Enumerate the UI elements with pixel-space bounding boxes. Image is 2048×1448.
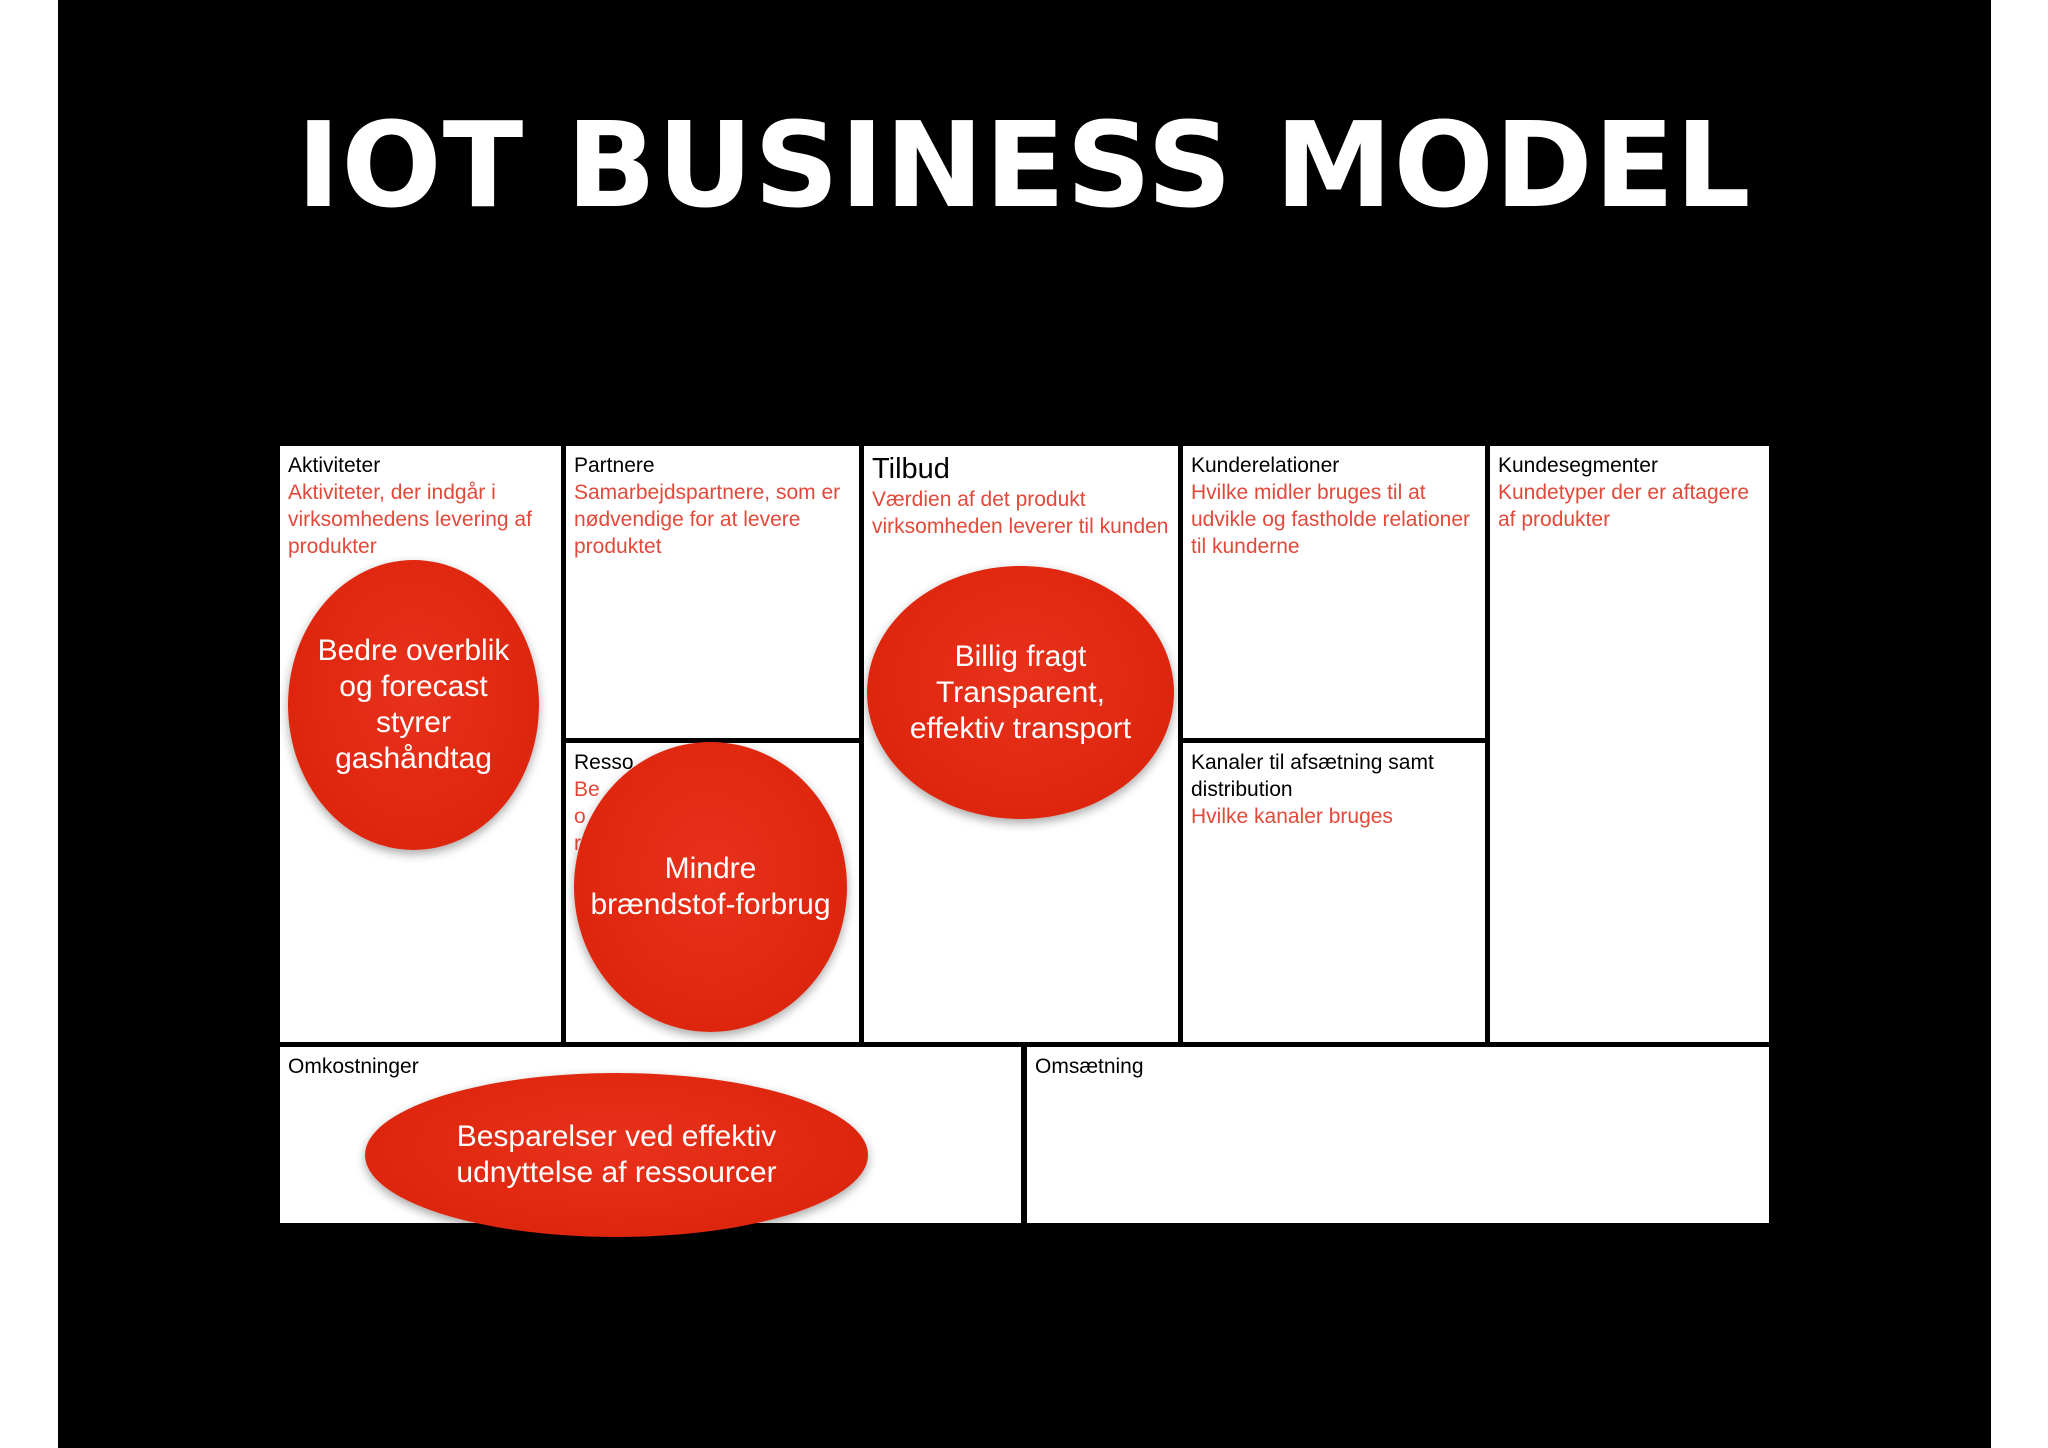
partnere-heading: Partnere — [574, 454, 655, 477]
aktiviteter-heading: Aktiviteter — [288, 454, 381, 477]
bubble-tilbud: Billig fragt Transparent, effektiv trans… — [867, 566, 1174, 819]
bubble-aktiviteter: Bedre overblik og forecast styrer gashån… — [288, 560, 539, 850]
box-omsaetning: Omsætning — [1027, 1047, 1769, 1223]
bubble-omkostninger: Besparelser ved effektiv udnyttelse af r… — [365, 1073, 868, 1237]
kunderelationer-description: Hvilke midler bruges til at udvikle og f… — [1191, 481, 1471, 558]
kundesegmenter-description: Kundetyper der er aftagere af produkter — [1498, 481, 1749, 531]
tilbud-heading: Tilbud — [872, 453, 950, 485]
box-kundesegmenter: Kundesegmenter Kundetyper der er aftager… — [1490, 446, 1769, 1042]
box-kanaler: Kanaler til afsætning samt distribution … — [1183, 743, 1485, 1042]
bubble-ressourcer-text: Mindre brændstof-forbrug — [590, 852, 831, 921]
box-partnere: Partnere Samarbejdspartnere, som er nødv… — [566, 446, 859, 738]
kundesegmenter-heading: Kundesegmenter — [1498, 454, 1658, 477]
omkostninger-heading: Omkostninger — [288, 1055, 419, 1078]
partnere-description: Samarbejdspartnere, som er nødvendige fo… — [574, 481, 841, 558]
bubble-tilbud-text: Billig fragt Transparent, effektiv trans… — [909, 639, 1132, 745]
ressourcer-heading: Resso — [574, 751, 634, 774]
bubble-omkostninger-text: Besparelser ved effektiv udnyttelse af r… — [456, 1120, 777, 1189]
kunderelationer-heading: Kunderelationer — [1191, 454, 1340, 477]
box-kunderelationer: Kunderelationer Hvilke midler bruges til… — [1183, 446, 1485, 738]
tilbud-description: Værdien af det produkt virksomheden leve… — [872, 488, 1169, 538]
kanaler-heading: Kanaler til afsætning samt distribution — [1191, 751, 1434, 801]
omsaetning-heading: Omsætning — [1035, 1055, 1144, 1078]
aktiviteter-description: Aktiviteter, der indgår i virksomhedens … — [288, 481, 532, 558]
kanaler-description: Hvilke kanaler bruges — [1191, 805, 1393, 828]
bubble-aktiviteter-text: Bedre overblik og forecast styrer gashån… — [317, 634, 510, 775]
slide-title: IOT BUSINESS MODEL — [296, 96, 1752, 234]
bubble-ressourcer: Mindre brændstof-forbrug — [574, 742, 847, 1032]
